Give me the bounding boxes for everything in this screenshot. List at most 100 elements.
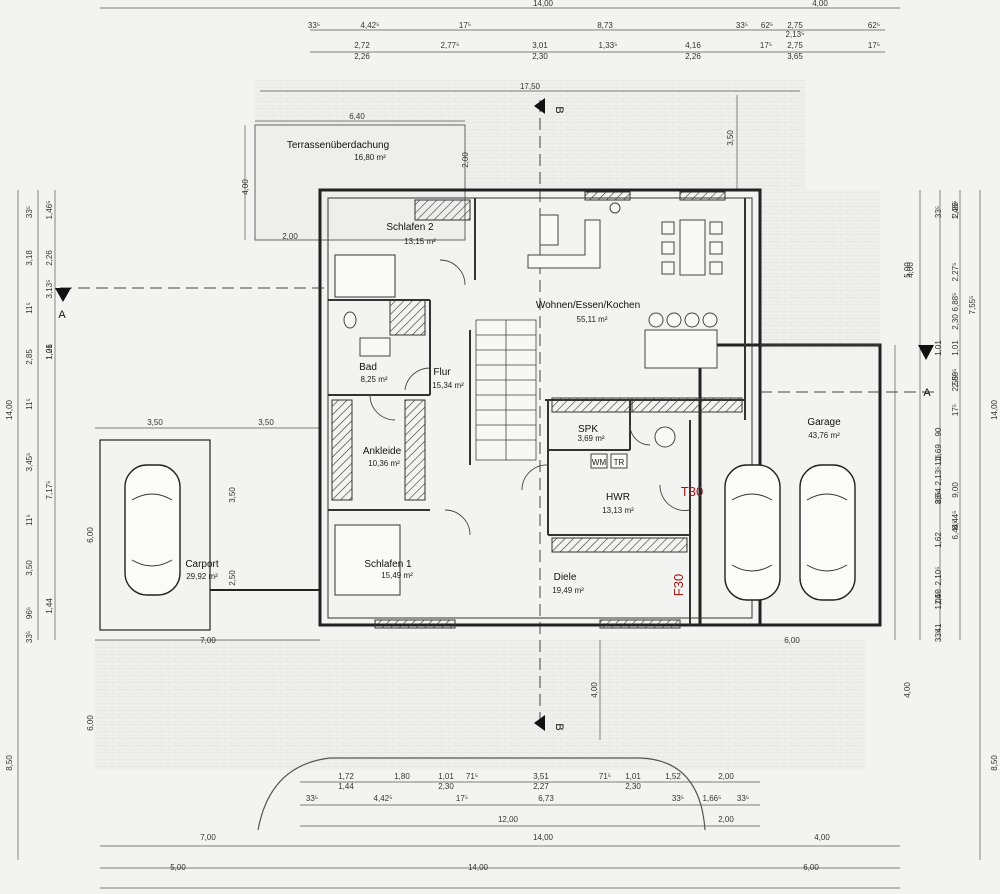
dim-top-row4-2: 2,26	[685, 52, 701, 61]
dim-right-col1-2: 8,50	[990, 755, 999, 771]
dim-right-col3-12: 41	[934, 623, 943, 632]
dim-right-col3-1: 1,01	[934, 340, 943, 356]
dim-right-col3-7: 2,64	[934, 488, 943, 504]
dim-carport-0: 3,50	[147, 418, 163, 427]
dim-left-col2-2: 11⁵	[25, 302, 34, 314]
section-mark-a-right: A	[923, 387, 931, 399]
dim-top-row3-4: 4,16	[685, 41, 701, 50]
dim-right-col3-8: 11⁵	[934, 454, 943, 466]
dim-top-row1-0: 14,00	[533, 0, 554, 8]
dim-top-row2-6: 2,75	[787, 21, 803, 30]
room-area-6: 10,36 m²	[368, 459, 400, 468]
dim-left-col2-0: 33⁵	[25, 206, 34, 218]
dim-left-col3-1: 2,26	[45, 250, 54, 266]
dim-top-row2-1: 4,42⁵	[361, 21, 380, 30]
dim-bottom-row1-7: 1,52	[665, 772, 681, 781]
dim-top-row3-2: 3,01	[532, 41, 548, 50]
dim-top-row3-6: 2,75	[787, 41, 803, 50]
dim-bottom-row1-5: 71⁵	[599, 772, 611, 781]
dim-bottom-mid-2: 4,00	[590, 682, 599, 698]
room-name-3: Bad	[359, 362, 377, 373]
dim-carport-2: 6,00	[86, 527, 95, 543]
section-mark-b-top: B	[553, 106, 565, 113]
dim-right-col1-1: 14,00	[990, 399, 999, 420]
dim-right-col2-4: 6,88⁵	[951, 293, 960, 312]
dim-bottom-row3-0: 12,00	[498, 815, 519, 824]
dim-plan-top-1: 6,40	[349, 112, 365, 121]
dim-right-col2-1: 2,26	[951, 202, 960, 218]
fire-label-f30: F30	[671, 574, 686, 596]
dim-bottom-row1-1: 1,80	[394, 772, 410, 781]
dim-bottom-row1-3: 71⁵	[466, 772, 478, 781]
dim-bottom-row3-1: 2,00	[718, 815, 734, 824]
dim-right-col3-10: 2,10⁵	[934, 567, 943, 586]
dim-top-row3-7: 17⁵	[868, 41, 880, 50]
dim-top-row4-3: 3,65	[787, 52, 803, 61]
staircase	[475, 319, 537, 461]
dim-right-col3-11: 2,50	[934, 589, 943, 605]
dim-bottom-row1b-0: 1,44	[338, 782, 354, 791]
dim-top-row2-5: 62⁵	[761, 21, 773, 30]
dim-top-row2b-0: 2,13⁵	[786, 30, 805, 39]
dim-right-col3-3: 90	[934, 427, 943, 436]
dim-left-col1-1: 8,50	[5, 755, 14, 771]
dim-right-col2-0: 1,46⁵	[951, 201, 960, 220]
dim-right-col4-0: 5,00	[903, 262, 912, 278]
section-markers	[55, 98, 934, 731]
dim-right-col4-1: 4,00	[903, 682, 912, 698]
dim-left-col2-9: 33⁵	[25, 631, 34, 643]
room-area-4: 15,34 m²	[432, 381, 464, 390]
dim-bottom-row1-4: 3,51	[533, 772, 549, 781]
dim-bottom-row2-6: 33⁵	[737, 794, 749, 803]
dim-right-col2-8: 17⁵	[951, 404, 960, 416]
dim-bottom-row2-1: 4,42⁵	[374, 794, 393, 803]
dim-left-col2-8: 96⁵	[25, 607, 34, 619]
dim-bottom-row2-3: 6,73	[538, 794, 554, 803]
dim-bottom-row1b-3: 2,30	[625, 782, 641, 791]
driveway-edge	[257, 757, 706, 831]
dim-bottom-mid-0: 7,00	[200, 636, 216, 645]
room-name-8: Garage	[807, 417, 841, 428]
doors	[369, 259, 691, 536]
dim-top-row2-3: 8,73	[597, 21, 613, 30]
dim-bottom-row5-1: 14,00	[468, 863, 489, 872]
dim-left-col2-7: 3,50	[25, 560, 34, 576]
dim-top-row3-3: 1,33⁵	[599, 41, 618, 50]
dim-left-col3-4: 1,01	[45, 344, 54, 360]
dim-bottom-row4-0: 7,00	[200, 833, 216, 842]
dim-bottom-row1b-1: 2,30	[438, 782, 454, 791]
dim-top-row2-7: 62⁵	[868, 21, 880, 30]
dim-right-col3-9: 1,04⁵	[934, 591, 943, 610]
dim-top-row1-1: 4,00	[812, 0, 828, 8]
room-area-5: 3,69 m²	[577, 434, 604, 443]
dim-top-row3-0: 2,72	[354, 41, 370, 50]
dim-left-col2-1: 3,18	[25, 250, 34, 266]
dim-right-col2-5: 1,01	[951, 340, 960, 356]
dim-plan-top-3: 2,00	[461, 152, 470, 168]
dim-top-row2-4: 33⁵	[736, 21, 748, 30]
dim-top-row2-0: 33⁵	[308, 21, 320, 30]
cabinets	[331, 191, 743, 629]
room-area-1: 13,15 m²	[404, 237, 436, 246]
section-lines	[60, 100, 940, 720]
living-furniture	[343, 202, 723, 469]
dim-right-col3-0: 33⁵	[934, 206, 943, 218]
dim-bottom-row5-2: 6,00	[803, 863, 819, 872]
appliance-wm: WM	[592, 458, 607, 467]
dim-left-col3-2: 3,13⁵	[45, 280, 54, 299]
dim-right-col3-5: 2,13⁵	[934, 467, 943, 486]
dimension-lines	[17, 7, 981, 889]
room-area-2: 55,11 m²	[577, 315, 608, 324]
dim-left-col1-0: 14,00	[5, 399, 14, 420]
dim-plan-top-2: 3,50	[726, 130, 735, 146]
beds	[334, 254, 401, 596]
room-name-5: SPK	[578, 424, 598, 435]
room-area-10: 15,49 m²	[381, 571, 413, 580]
room-area-9: 29,92 m²	[186, 572, 218, 581]
dim-bottom-mid-3: 6,00	[784, 636, 800, 645]
appliance-tr: TR	[614, 458, 625, 467]
dim-left-col3-6: 1,44	[45, 598, 54, 614]
terrace-roof	[254, 124, 466, 241]
dim-right-col3-4: 88⁵	[934, 492, 943, 504]
